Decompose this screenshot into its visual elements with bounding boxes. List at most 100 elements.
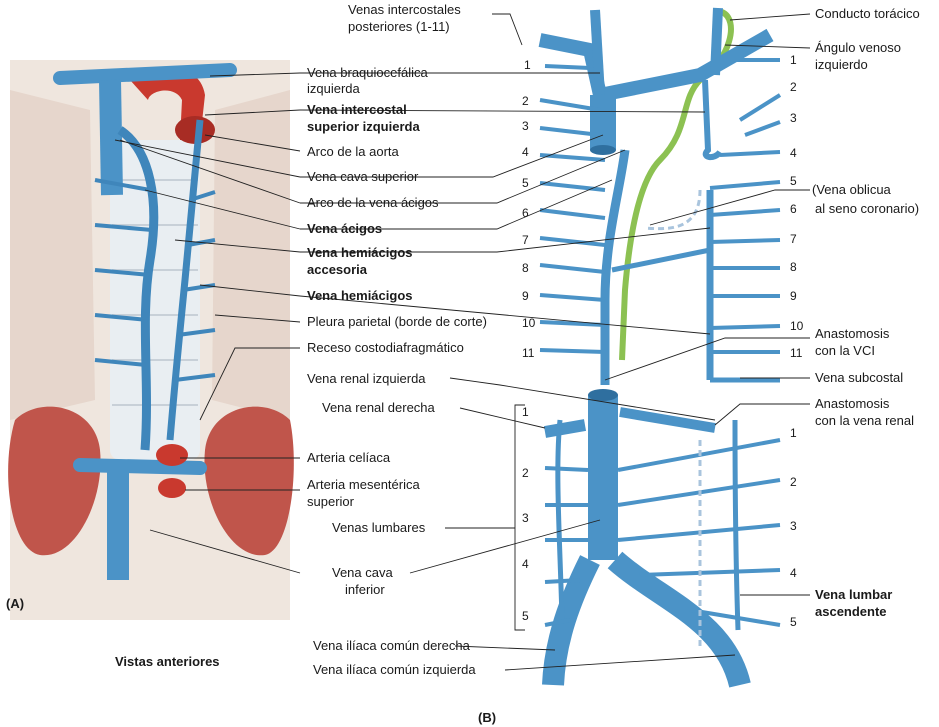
rib-number-left-10: 10 bbox=[522, 316, 536, 330]
label-right-renal-vein: Vena renal derecha bbox=[322, 400, 436, 415]
rib-number-left-1: 1 bbox=[524, 58, 531, 72]
rib-number-right-9: 9 bbox=[790, 289, 797, 303]
right-jugular-b bbox=[590, 9, 605, 96]
oblique-vein-dashed bbox=[644, 189, 702, 231]
lumbar-numbers-right: 1 2 3 4 5 bbox=[790, 426, 797, 629]
rib-number-right-5: 5 bbox=[790, 174, 797, 188]
label-superior-vena-cava: Vena cava superior bbox=[307, 169, 419, 184]
rib-number-left-5: 5 bbox=[522, 176, 529, 190]
label-venous-angle: Ángulo venoso bbox=[815, 40, 901, 55]
rib-number-left-4: 4 bbox=[522, 145, 529, 159]
label-superior-mesenteric: Arteria mesentérica bbox=[307, 477, 420, 492]
label-superior-intercostal-2: superior izquierda bbox=[307, 119, 420, 134]
right-kidney bbox=[8, 406, 101, 556]
label-brachiocephalic-2: izquierda bbox=[307, 81, 361, 96]
label-hemiazygos: Vena hemiácigos bbox=[307, 288, 413, 303]
label-parietal-pleura: Pleura parietal (borde de corte) bbox=[307, 314, 487, 329]
label-venous-angle-2: izquierdo bbox=[815, 57, 868, 72]
renal-veins-a bbox=[73, 458, 207, 475]
rib-numbers-left: 1 2 3 4 5 6 7 8 9 10 11 bbox=[522, 58, 536, 360]
lumbar-number-right-1: 1 bbox=[790, 426, 797, 440]
lumbar-number-right-2: 2 bbox=[790, 475, 797, 489]
lumbar-number-left-4: 4 bbox=[522, 557, 529, 571]
lumbar-number-left-5: 5 bbox=[522, 609, 529, 623]
brachiocephalic-veins-b bbox=[538, 28, 774, 102]
rib-number-left-9: 9 bbox=[522, 289, 529, 303]
left-jugular-b bbox=[710, 7, 723, 76]
label-anastomosis-renal: Anastomosis bbox=[815, 396, 890, 411]
rib-number-right-3: 3 bbox=[790, 111, 797, 125]
label-superior-mesenteric-2: superior bbox=[307, 494, 355, 509]
rib-number-left-7: 7 bbox=[522, 233, 529, 247]
views-caption: Vistas anteriores bbox=[115, 654, 220, 669]
ivc-opening bbox=[588, 389, 618, 401]
label-celiac-artery: Arteria celíaca bbox=[307, 450, 391, 465]
rib-number-right-2: 2 bbox=[790, 80, 797, 94]
superior-mesenteric-artery bbox=[158, 478, 186, 498]
label-azygos-arch: Arco de la vena ácigos bbox=[307, 195, 439, 210]
panel-b-schematic bbox=[538, 7, 782, 688]
panel-b-label: (B) bbox=[478, 710, 496, 725]
labels-group-a: Venas intercostales posteriores (1-11) V… bbox=[6, 2, 496, 725]
hemiazygos-vein bbox=[166, 119, 204, 441]
label-costodiaphragmatic-recess: Receso costodiafragmático bbox=[307, 340, 464, 355]
label-ascending-lumbar: Vena lumbar bbox=[815, 587, 892, 602]
label-subcostal: Vena subcostal bbox=[815, 370, 903, 385]
rib-number-right-10: 10 bbox=[790, 319, 804, 333]
rib-number-left-6: 6 bbox=[522, 206, 529, 220]
intercostal-veins-right-b bbox=[709, 58, 782, 354]
label-anastomosis-renal-2: con la vena renal bbox=[815, 413, 914, 428]
celiac-artery bbox=[156, 444, 188, 466]
label-aortic-arch: Arco de la aorta bbox=[307, 144, 400, 159]
left-common-iliac-b bbox=[607, 551, 751, 688]
lumbar-number-left-2: 2 bbox=[522, 466, 529, 480]
label-left-common-iliac: Vena ilíaca común izquierda bbox=[313, 662, 476, 677]
label-oblique-vein: (Vena oblicua bbox=[812, 182, 892, 197]
label-accessory-hemiazygos: Vena hemiácigos bbox=[307, 245, 413, 260]
panel-a-label: (A) bbox=[6, 596, 24, 611]
label-anastomosis-ivc-2: con la VCI bbox=[815, 343, 875, 358]
label-ivc-2: inferior bbox=[345, 582, 385, 597]
label-right-common-iliac: Vena ilíaca común derecha bbox=[313, 638, 471, 653]
label-azygos: Vena ácigos bbox=[307, 221, 382, 236]
label-oblique-vein-2: al seno coronario) bbox=[815, 201, 919, 216]
rib-number-right-11: 11 bbox=[790, 346, 803, 360]
left-pleura bbox=[10, 90, 95, 420]
aorta-cut bbox=[175, 116, 215, 144]
brachiocephalic-vein bbox=[53, 63, 237, 85]
superior-vena-cava bbox=[99, 79, 123, 196]
rib-number-right-1: 1 bbox=[790, 53, 797, 67]
intercostal-branches bbox=[94, 178, 216, 382]
left-renal-vein-b bbox=[619, 407, 716, 433]
svc-opening bbox=[590, 145, 616, 155]
ascending-lumbar-left-b bbox=[732, 419, 741, 631]
ascending-lumbar-right-b bbox=[555, 419, 565, 621]
panel-a-illustration bbox=[8, 60, 294, 620]
lumbar-number-left-3: 3 bbox=[522, 511, 529, 525]
hemiazygos-crossing-b bbox=[611, 247, 711, 273]
azygos-vein bbox=[117, 126, 159, 451]
leader-lines bbox=[114, 13, 811, 671]
rib-number-left-3: 3 bbox=[522, 119, 529, 133]
rib-numbers-right: 1 2 3 4 5 6 7 8 9 10 11 bbox=[790, 53, 804, 360]
thoracic-duct bbox=[619, 9, 734, 361]
label-intercostal-posteriores: Venas intercostales bbox=[348, 2, 461, 17]
rib-number-right-8: 8 bbox=[790, 260, 797, 274]
right-renal-vein-b bbox=[543, 419, 587, 438]
lumbar-number-right-5: 5 bbox=[790, 615, 797, 629]
right-pleura bbox=[212, 90, 290, 420]
lumbar-numbers-left: 1 2 3 4 5 bbox=[522, 405, 529, 623]
label-thoracic-duct: Conducto torácico bbox=[815, 6, 920, 21]
lumbar-number-left-1: 1 bbox=[522, 405, 529, 419]
labels-group-b: Conducto torácico Ángulo venoso izquierd… bbox=[812, 6, 920, 619]
left-kidney bbox=[204, 406, 294, 556]
rib-number-left-8: 8 bbox=[522, 261, 529, 275]
label-anastomosis-ivc: Anastomosis bbox=[815, 326, 890, 341]
label-lumbar-veins: Venas lumbares bbox=[332, 520, 426, 535]
lumbar-number-right-4: 4 bbox=[790, 566, 797, 580]
rib-number-right-6: 6 bbox=[790, 202, 797, 216]
rib-number-left-11: 11 bbox=[522, 346, 535, 360]
label-ascending-lumbar-2: ascendente bbox=[815, 604, 887, 619]
label-ivc: Vena cava bbox=[332, 565, 393, 580]
